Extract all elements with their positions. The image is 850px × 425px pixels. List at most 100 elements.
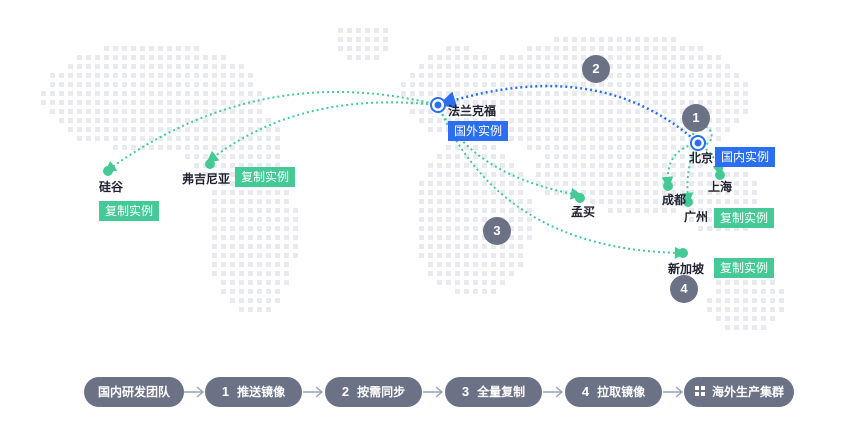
map-dot <box>545 163 550 168</box>
map-dot <box>563 127 568 132</box>
map-dot <box>383 37 388 42</box>
map-dot <box>635 208 640 213</box>
map-dot <box>428 262 433 267</box>
map-dot <box>455 271 460 276</box>
map-dot <box>725 190 730 195</box>
map-dot <box>707 298 712 303</box>
map-dot <box>464 91 469 96</box>
map-dot <box>599 118 604 123</box>
map-dot <box>635 181 640 186</box>
map-dot <box>554 163 559 168</box>
map-dot <box>473 154 478 159</box>
map-dot <box>239 163 244 168</box>
map-dot <box>680 46 685 51</box>
map-dot <box>437 73 442 78</box>
map-dot <box>554 127 559 132</box>
map-dot <box>455 82 460 87</box>
arrow-right-icon <box>543 386 564 398</box>
map-dot <box>176 136 181 141</box>
arrow-right-icon <box>423 386 444 398</box>
map-dot <box>122 91 127 96</box>
map-dot <box>536 46 541 51</box>
map-dot <box>500 100 505 105</box>
map-dot <box>716 73 721 78</box>
map-dot <box>626 136 631 141</box>
map-dot <box>644 82 649 87</box>
map-dot <box>239 64 244 69</box>
map-dot <box>509 253 514 258</box>
city-label-beijing: 北京 <box>689 151 714 165</box>
map-dot <box>221 55 226 60</box>
map-dot <box>743 109 748 114</box>
map-dot <box>185 136 190 141</box>
map-dot <box>644 91 649 96</box>
map-dot <box>293 235 298 240</box>
map-dot <box>239 289 244 294</box>
map-dot <box>500 190 505 195</box>
map-dot <box>455 244 460 249</box>
city-label-guangzhou: 广州 <box>684 210 709 224</box>
map-dot <box>653 181 658 186</box>
map-dot <box>356 37 361 42</box>
map-dot <box>230 64 235 69</box>
map-dot <box>617 145 622 150</box>
map-dot <box>104 91 109 96</box>
map-dot <box>446 64 451 69</box>
map-dot <box>401 82 406 87</box>
map-dot <box>617 73 622 78</box>
map-dot <box>230 199 235 204</box>
map-dot <box>122 46 127 51</box>
map-dot <box>428 226 433 231</box>
map-dot <box>230 109 235 114</box>
map-dot <box>95 100 100 105</box>
map-dot <box>689 217 694 222</box>
map-dot <box>545 145 550 150</box>
map-dot <box>491 208 496 213</box>
map-dot <box>455 253 460 258</box>
map-dot <box>635 55 640 60</box>
map-dot <box>491 100 496 105</box>
map-dot <box>671 91 676 96</box>
map-dot <box>275 136 280 141</box>
map-dot <box>230 91 235 96</box>
map-dot <box>239 127 244 132</box>
map-dot <box>671 46 676 51</box>
map-dot <box>653 64 658 69</box>
map-dot <box>455 154 460 159</box>
map-dot <box>554 172 559 177</box>
map-dot <box>212 64 217 69</box>
map-dot <box>644 64 649 69</box>
map-dot <box>230 271 235 276</box>
map-dot <box>617 55 622 60</box>
map-dot <box>680 82 685 87</box>
map-dot <box>770 280 775 285</box>
map-dot <box>239 280 244 285</box>
map-dot <box>608 199 613 204</box>
map-dot <box>500 244 505 249</box>
map-dot <box>356 28 361 33</box>
map-dot <box>275 127 280 132</box>
map-dot <box>257 289 262 294</box>
map-dot <box>716 109 721 114</box>
map-dot <box>158 118 163 123</box>
map-dot <box>635 46 640 51</box>
map-dot <box>482 199 487 204</box>
map-dot <box>122 55 127 60</box>
map-dot <box>518 172 523 177</box>
map-dot <box>500 262 505 267</box>
map-dot <box>644 172 649 177</box>
map-dot <box>275 217 280 222</box>
map-dot <box>113 55 118 60</box>
map-dot <box>608 64 613 69</box>
map-dot <box>617 118 622 123</box>
map-dot <box>140 46 145 51</box>
map-dot <box>140 100 145 105</box>
map-dot <box>230 172 235 177</box>
map-dot <box>140 136 145 141</box>
map-dot <box>464 154 469 159</box>
map-dot <box>212 190 217 195</box>
map-dot <box>698 181 703 186</box>
map-dot <box>536 163 541 168</box>
arrow-right-icon <box>184 386 205 398</box>
map-dot <box>455 208 460 213</box>
